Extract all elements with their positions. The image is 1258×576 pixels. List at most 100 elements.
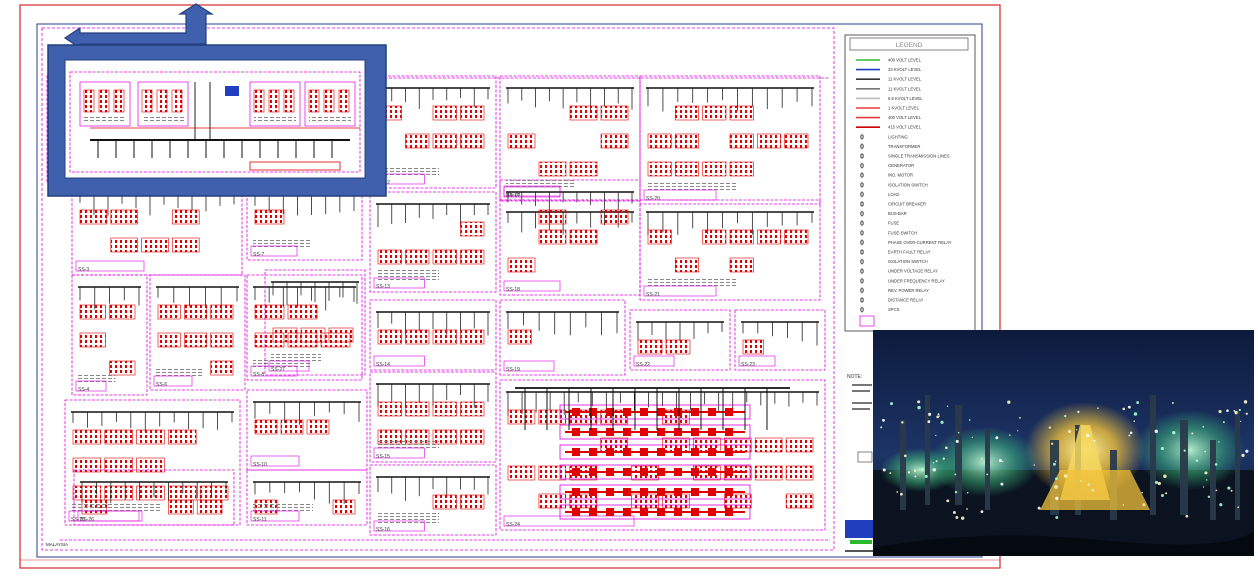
notes-block: NOTE: [845, 374, 885, 552]
substation-label: SS-19 [506, 367, 520, 373]
legend-item-label: 6.6 KVOLT LEVEL [888, 96, 923, 101]
substation-label: SS-8 [253, 372, 264, 378]
substation-label: SS-14 [376, 362, 390, 368]
substation-box: SS-10 [246, 389, 368, 471]
legend-item-label: 11 KVOLT LEVEL [888, 86, 922, 91]
substation-label: SS-27 [271, 367, 285, 373]
substation-label: SS-4 [78, 387, 89, 393]
legend-item-label: FUSE [888, 221, 899, 226]
legend-item-label: 400 VOLT LEVEL [888, 115, 922, 120]
substation-box: SS-19 [499, 299, 626, 376]
legend-item: 11 KVOLT LEVEL [856, 77, 922, 82]
substation-label: SS-15 [376, 454, 390, 460]
legend-item-label: 11 KVOLT LEVEL [888, 77, 922, 82]
legend-item: UNDER FREQUENCY RELAY [859, 277, 945, 284]
legend-item-label: SINGLE TRANSMISSION LINES [888, 154, 950, 159]
substation-box: SS-22 [629, 309, 731, 371]
legend-item-label: FUSE-SWITCH [888, 230, 917, 235]
legend-item: 33 KVOLT LEVEL [856, 67, 922, 72]
substation-box: SS-21 [639, 199, 821, 301]
legend-item-label: 1 KVOLT LEVEL [888, 106, 920, 111]
legend-item: PHASE OVER-CURRENT RELAY [859, 239, 952, 246]
switchgear-stack [515, 387, 790, 520]
legend-item-label: CIRCUIT BREAKER [888, 202, 926, 207]
legend-item: SPCS [859, 306, 900, 313]
legend-item: UNDER VOLTAGE RELAY [859, 268, 938, 275]
substation-label: SS-3 [78, 267, 89, 273]
legend-item: FUSE [859, 220, 899, 227]
substation-box: SS-26 [73, 469, 235, 526]
legend-title: LEGEND [896, 42, 923, 49]
legend-item: ISOLATION SWITCH [859, 258, 928, 265]
legend-item-label: LIGHTING [888, 134, 908, 139]
substation-label: SS-22 [636, 362, 650, 368]
zoom-callout [47, 3, 387, 197]
legend-item: ISOLATION SWITCH [859, 181, 928, 188]
substation-box: SS-4 [71, 274, 148, 396]
substation-box: SS-20 [639, 75, 821, 205]
substation-box: SS-28 [499, 178, 641, 225]
legend-item-label: IND. MOTOR [888, 173, 913, 178]
substation-box: SS-14 [369, 299, 497, 371]
legend-item: SINGLE TRANSMISSION LINES [859, 153, 950, 159]
legend-item-label: BUS-BAR [888, 211, 907, 216]
legend-item: 400 VOLT LEVEL [856, 58, 922, 63]
substation-label: SS-10 [253, 462, 267, 468]
substation-label: SS-18 [506, 287, 520, 293]
substation-label: SS-7 [253, 252, 264, 258]
substation-label: SS-21 [646, 292, 660, 298]
legend-item: DISTANCE RELAY [859, 297, 924, 303]
legend-item: 6.6 KVOLT LEVEL [856, 96, 923, 101]
legend-item: FUSE-SWITCH [859, 229, 917, 236]
substation-box: SS-7 [246, 179, 363, 261]
legend-item: TRANSFORMER [859, 143, 920, 150]
legend-item: REV. POWER RELAY [859, 287, 929, 294]
legend-item: 1 KVOLT LEVEL [856, 106, 920, 111]
legend-item-label: ISOLATION SWITCH [888, 259, 928, 264]
substation-box: SS-15 [369, 371, 497, 463]
substation-label: SS-26 [80, 517, 94, 523]
legend-item-label: PHASE OVER-CURRENT RELAY [888, 240, 952, 245]
substation-label: SS-20 [646, 196, 660, 202]
legend-item: 415 VOLT LEVEL [856, 125, 922, 130]
notes-heading: NOTE: [847, 374, 862, 380]
legend-items: 400 VOLT LEVEL 33 KVOLT LEVEL 11 KVOLT LEV… [856, 58, 952, 327]
substation-label: SS-13 [376, 284, 390, 290]
substation-box: SS-6 [149, 274, 246, 391]
legend-item-label: EARTH FAULT RELAY [888, 250, 931, 255]
legend-item: LIGHTING [859, 133, 908, 140]
substation-label: SS-23 [741, 362, 755, 368]
callout-arrow-icon [63, 3, 215, 50]
zoomed-diagram [69, 71, 361, 173]
legend-item: CIRCUIT BREAKER [859, 201, 926, 207]
legend-item-label: 400 VOLT LEVEL [888, 58, 922, 63]
legend-item: EARTH FAULT RELAY [859, 249, 931, 255]
substation-box: SS-16 [369, 464, 497, 536]
legend-item: 400 VOLT LEVEL [856, 115, 922, 120]
legend-item-label: REV. POWER RELAY [888, 288, 929, 293]
legend-item-label: SPCS [888, 307, 900, 312]
legend-item-label: ISOLATION SWITCH [888, 182, 928, 187]
legend-item-label: TRANSFORMER [888, 144, 920, 149]
legend-item: 11 KVOLT LEVEL [856, 86, 922, 91]
legend-item: LOAD [859, 191, 899, 198]
substation-box: SS-11 [246, 469, 368, 526]
legend-panel: LEGEND 400 VOLT LEVEL 33 KVOLT LEVEL 11 KV… [844, 34, 976, 332]
substation-box: SS-23 [734, 309, 826, 371]
legend-item-label: 33 KVOLT LEVEL [888, 67, 922, 72]
refinery-photo [873, 330, 1254, 556]
substation-label: SS-28 [506, 192, 520, 198]
legend-item-label: 415 VOLT LEVEL [888, 125, 922, 130]
legend-item-label: LOAD [888, 192, 899, 197]
legend-item: GENERATOR [859, 162, 914, 169]
legend-item-label: UNDER FREQUENCY RELAY [888, 278, 945, 283]
legend-item: BUS-BAR [859, 210, 907, 217]
legend-item-label: DISTANCE RELAY [888, 298, 924, 303]
substation-label: SS-16 [376, 527, 390, 533]
substation-box: SS-27 [264, 269, 366, 376]
substation-box: SS-13 [369, 191, 497, 293]
legend-item: IND. MOTOR [859, 172, 913, 179]
legend-item-label: GENERATOR [888, 163, 914, 168]
footer-label: MALAYSIA [46, 542, 68, 547]
